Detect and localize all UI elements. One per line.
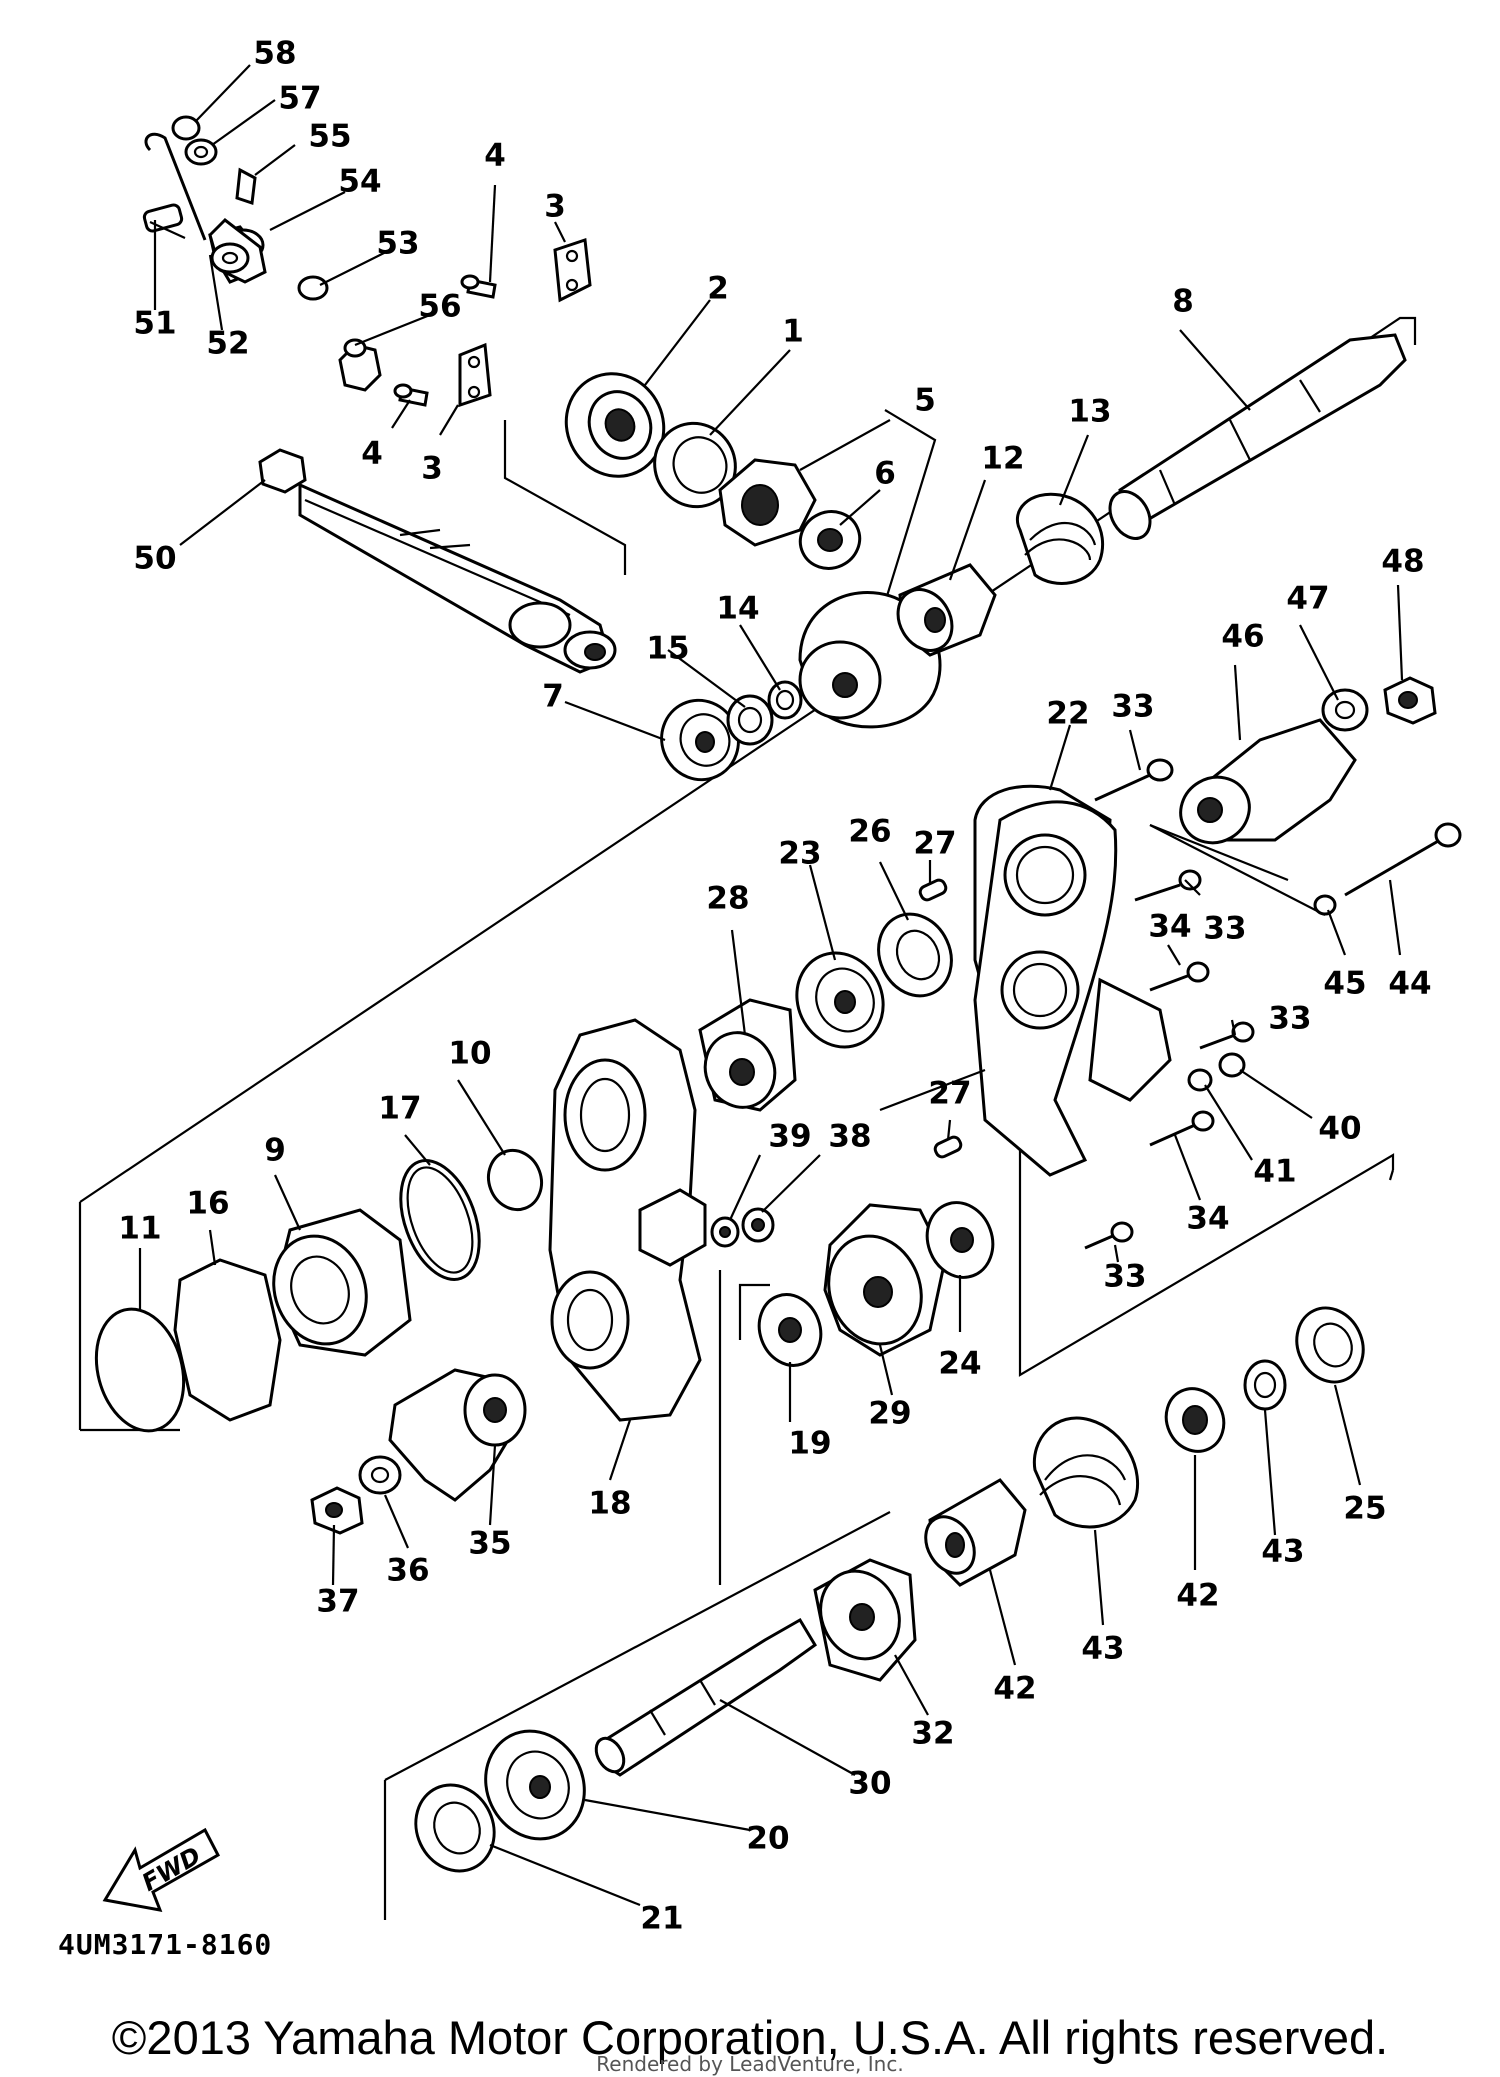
callout-41: 41 [1253, 1154, 1296, 1190]
callout-46: 44 [1388, 966, 1431, 1002]
group-outlines [78, 316, 1417, 1920]
callout-13: 13 [1068, 394, 1111, 430]
callout-37: 37 [316, 1584, 359, 1620]
callout-2: 2 [707, 271, 729, 307]
callout-33c: 33 [1103, 1259, 1146, 1295]
callout-24: 24 [938, 1346, 981, 1382]
callout-42-placed: 42 [993, 1671, 1036, 1707]
part-code: 4UM3171-8160 [58, 1928, 273, 1961]
callout-44: 42 [1176, 1578, 1219, 1614]
callout-14: 14 [716, 591, 759, 627]
callout-1: 1 [782, 314, 804, 350]
output-yoke-lower [310, 1368, 527, 1535]
callout-27b: 27 [928, 1076, 971, 1112]
clutch-shaft-assembly [896, 333, 1407, 657]
lower-left-bearings [660, 680, 803, 782]
callout-49: 47 [1286, 581, 1329, 617]
bottom-drive-shaft [414, 1558, 917, 1873]
callout-57: 55 [308, 119, 351, 155]
rendered-by-watermark: Rendered by LeadVenture, Inc. [596, 2052, 904, 2076]
callout-labels: 58 57 55 54 53 51 52 56 50 4 3 4 3 2 1 5… [118, 36, 1431, 1937]
callout-22: 22 [1046, 696, 1089, 732]
callout-35: 35 [468, 1526, 511, 1562]
shift-lever-assembly [142, 115, 329, 301]
fwd-arrow-icon: FWD [102, 1827, 220, 1912]
callout-16: 16 [186, 1186, 229, 1222]
callout-29: 29 [868, 1396, 911, 1432]
lower-right-shaft-parts [924, 1306, 1365, 1587]
callout-17: 17 [378, 1091, 421, 1127]
callout-28: 28 [706, 881, 749, 917]
left-case-parts [94, 1148, 543, 1433]
gear-case-cover [973, 784, 1172, 1177]
callout-33b: 33 [1268, 1001, 1311, 1037]
callout-47: 45 [1323, 966, 1366, 1002]
callout-54: 58 [253, 36, 296, 72]
output-yoke-upper [1179, 676, 1437, 845]
small-seals [710, 1207, 775, 1248]
callout-34a: 34 [1148, 909, 1191, 945]
secondary-gear [757, 1201, 995, 1367]
callout-32: 33 [1111, 689, 1154, 725]
callout-10: 10 [448, 1036, 491, 1072]
callout-52: 56 [418, 289, 461, 325]
callout-30: 30 [848, 1766, 891, 1802]
callout-19: 19 [788, 1426, 831, 1462]
callout-18: 18 [588, 1486, 631, 1522]
callout-50: 48 [1381, 544, 1424, 580]
lock-plates [393, 237, 592, 408]
callout-4b: 4 [361, 436, 383, 472]
callout-11: 11 [118, 1211, 161, 1247]
pinion-gear-assembly [564, 372, 862, 570]
callout-27a: 27 [913, 826, 956, 862]
callout-7: 7 [542, 679, 564, 715]
case-bolts [1084, 758, 1462, 1250]
shift-shaft-assembly [258, 338, 617, 674]
callout-51: 50 [133, 541, 176, 577]
callout-56: 54 [338, 164, 381, 200]
callout-26: 26 [848, 814, 891, 850]
callout-5: 5 [914, 383, 936, 419]
callout-39: 39 [768, 1119, 811, 1155]
callout-33a: 33 [1203, 911, 1246, 947]
callout-3a: 3 [544, 189, 566, 225]
callout-43-placed: 43 [1081, 1631, 1124, 1667]
callout-21: 21 [640, 1901, 683, 1937]
callout-53: 57 [278, 81, 321, 117]
callout-12: 12 [981, 441, 1024, 477]
callout-31: 32 [911, 1716, 954, 1752]
callout-25: 25 [1343, 1491, 1386, 1527]
middle-drive-gear [698, 912, 953, 1112]
callout-55: 53 [376, 226, 419, 262]
callout-38: 38 [828, 1119, 871, 1155]
leader-lines [138, 64, 1404, 1907]
callout-8: 8 [1172, 284, 1194, 320]
callout-6: 6 [874, 456, 896, 492]
callout-58: 51 [133, 306, 176, 342]
copyright-notice: ©2013 Yamaha Motor Corporation, U.S.A. A… [111, 2011, 1389, 2064]
callout-15: 15 [646, 631, 689, 667]
callout-20: 20 [746, 1821, 789, 1857]
callout-3b: 3 [421, 451, 443, 487]
callout-4a: 4 [484, 138, 506, 174]
dowel-pins [918, 878, 963, 1159]
main-gear-case [548, 1018, 707, 1422]
callout-40: 40 [1318, 1111, 1361, 1147]
callout-23: 23 [778, 836, 821, 872]
callout-9: 9 [264, 1133, 286, 1169]
callout-59: 52 [206, 326, 249, 362]
callout-34b: 34 [1186, 1201, 1229, 1237]
callout-48: 46 [1221, 619, 1264, 655]
callout-45: 43 [1261, 1534, 1304, 1570]
callout-36: 36 [386, 1553, 429, 1589]
